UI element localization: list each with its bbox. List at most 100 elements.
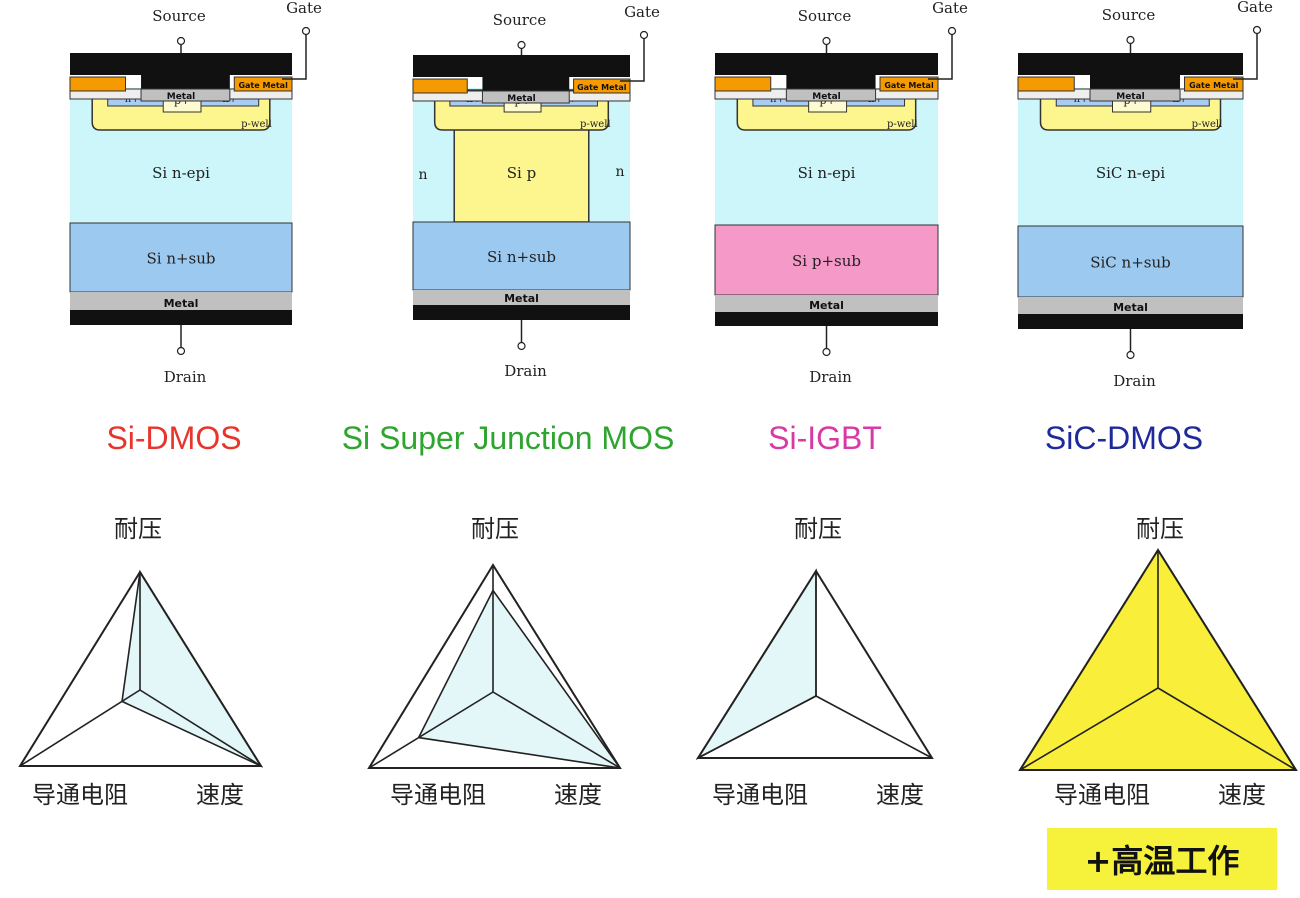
radar-value-area [417,588,622,770]
axis-label-breakdown-voltage: 耐压 [794,515,842,543]
substrate-label: SiC n+sub [1090,254,1171,272]
source-label: Source [1102,6,1156,24]
axis-label-on-resistance: 导通电阻 [32,781,128,809]
drain-metal [70,310,292,325]
axis-label-on-resistance: 导通电阻 [390,781,486,809]
gate-label: Gate [624,3,660,21]
source-label: Source [152,7,206,25]
source-metal-label: Metal [807,75,845,89]
substrate-layer [1017,225,1244,298]
drain-terminal [176,346,186,356]
drain-metal-gray [1018,297,1243,314]
radar-frame [1018,548,1298,771]
radar-spoke-left [19,689,141,767]
radar-frame [696,569,934,759]
gate-metal-label: Gate Metal [1189,81,1239,90]
substrate-label: Si p+sub [792,252,861,270]
radar-chart-3: 耐压导通电阻速度 [695,515,934,809]
drift-label: Si n-epi [798,164,856,182]
drain-metal-gray [70,292,292,310]
p-well-label: p-well [887,119,918,130]
p-well-label: p-well [1192,119,1223,130]
axis-label-on-resistance: 导通电阻 [1054,781,1150,809]
source-metal-label: Metal [162,75,200,89]
source-contact-label: Metal [1116,92,1145,102]
axis-label-speed: 速度 [1218,781,1266,809]
gate-poly-right [573,78,631,94]
radar-spoke-right [139,689,262,767]
gate-terminal [639,30,649,40]
axis-label-speed: 速度 [554,781,602,809]
radar-spoke-right [1157,687,1297,771]
radar-frame [367,563,622,769]
gate-poly-left [412,78,468,94]
axis-label-breakdown-voltage: 耐压 [114,515,162,543]
gate-label: Gate [932,0,968,17]
drain-metal-gray-label: Metal [504,292,539,305]
source-terminal [1126,35,1135,45]
axis-label-speed: 速度 [196,781,244,809]
source-contact [140,88,231,102]
gate-poly-right [879,76,939,92]
axis-label-on-resistance: 导通电阻 [712,781,808,809]
drain-metal [413,305,630,320]
gate-poly-right [233,76,293,92]
drain-metal [715,312,938,326]
source-metal-label: Metal [1111,75,1149,89]
gate-label: Gate [1237,0,1273,16]
source-label: Source [493,11,547,29]
drift-label: Si p [507,164,536,182]
source-contact-label: Metal [812,92,841,102]
gate-terminal [1252,25,1262,35]
source-metal [1018,53,1243,89]
radar-spoke-right [815,695,933,759]
n-column-label-left: n [418,167,427,183]
source-metal [413,55,630,91]
high-temp-note: +高温工作 [1085,842,1240,880]
drain-metal [1018,314,1243,329]
substrate-layer [412,221,631,291]
drain-metal-gray-label: Metal [164,297,199,310]
source-metal [70,53,292,89]
gate-poly-left [714,76,772,92]
drain-label: Drain [504,362,547,380]
drain-label: Drain [1113,372,1156,390]
n-column-label-right: n [615,164,624,180]
source-contact [1089,88,1181,102]
source-metal [715,53,938,89]
p-well-label: p-well [580,119,611,130]
drain-metal-label: Metal [1111,315,1149,329]
substrate-layer [69,222,293,293]
gate-lead [1233,30,1258,80]
p-pillar [453,127,590,223]
radar-frame [18,570,263,767]
substrate-label: Si n+sub [146,250,215,268]
axis-label-breakdown-voltage: 耐压 [1136,515,1184,543]
drain-metal-label: Metal [807,312,845,326]
gate-terminal [301,26,311,36]
gate-terminal [947,26,957,36]
axis-label-breakdown-voltage: 耐压 [471,515,519,543]
radar-spoke-left [1019,687,1159,771]
source-contact [785,88,877,102]
radar-spoke-right [492,691,621,769]
device-name-3: Si-IGBT [768,420,882,456]
drain-metal-gray [715,295,938,312]
drain-metal-label: Metal [502,306,540,320]
gate-lead [282,31,307,80]
source-contact-label: Metal [507,94,536,104]
device-name-4: SiC-DMOS [1045,420,1203,456]
substrate-layer [714,224,939,296]
source-label: Source [798,7,852,25]
drain-label: Drain [809,368,852,386]
radar-value-area [121,569,264,768]
substrate-label: Si n+sub [487,248,556,266]
source-contact-label: Metal [167,92,196,102]
drain-label: Drain [164,368,207,386]
gate-label: Gate [286,0,322,17]
drain-terminal [517,341,526,351]
